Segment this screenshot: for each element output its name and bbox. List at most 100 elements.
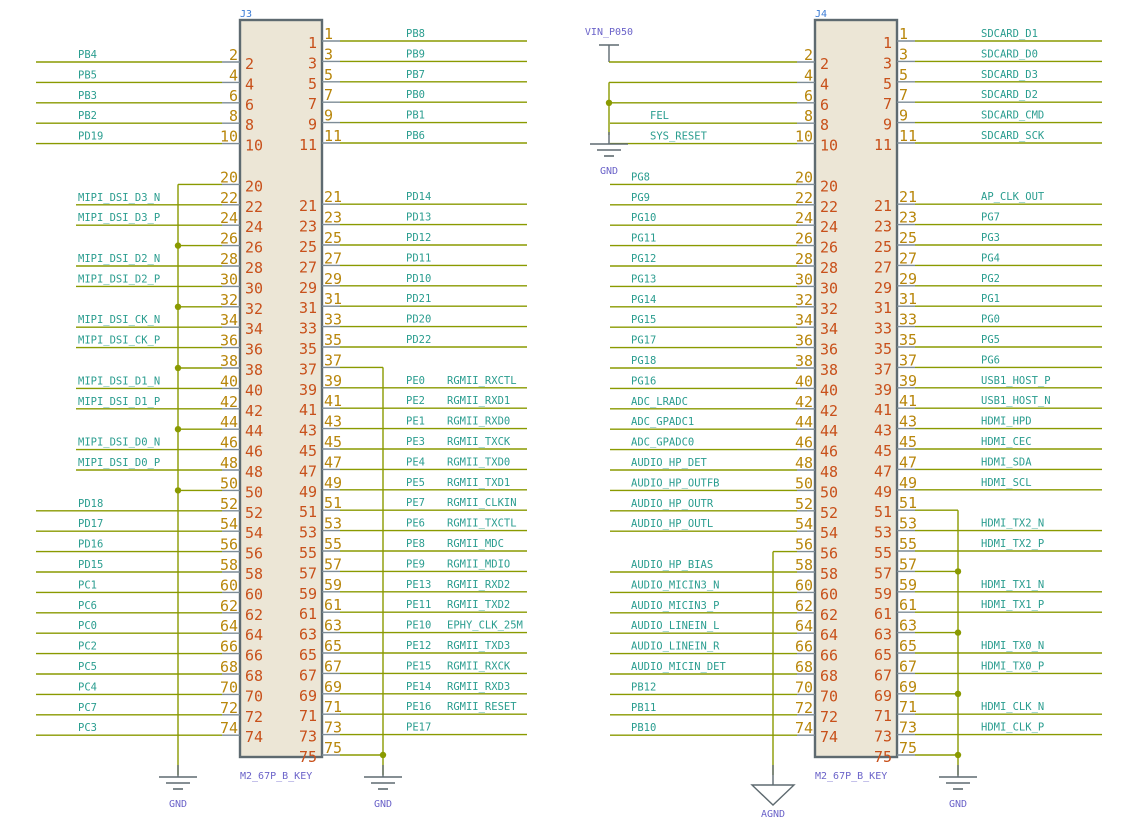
- reference-designator: J4: [815, 9, 827, 20]
- pin-number-inner: 38: [820, 361, 838, 379]
- junction-dot: [379, 751, 387, 759]
- pin-number-outer: 41: [324, 392, 342, 410]
- pin-number-inner: 9: [308, 116, 317, 134]
- pin-number-outer: 50: [795, 474, 813, 492]
- pin-number-inner: 10: [245, 137, 263, 155]
- pin-number-inner: 42: [245, 402, 263, 420]
- pin-number-outer: 57: [899, 555, 917, 573]
- net-label: MIPI_DSI_D1_P: [78, 396, 160, 408]
- pin-number-outer: 58: [220, 556, 238, 574]
- net-label: PG0: [981, 314, 1000, 326]
- net-label: PD16: [78, 539, 103, 551]
- pin-number-inner: 66: [245, 647, 263, 665]
- pin-number-inner: 46: [245, 443, 263, 461]
- net-label: HDMI_SDA: [981, 456, 1032, 468]
- pin-number-outer: 61: [324, 596, 342, 614]
- pin-number-inner: 40: [245, 381, 263, 399]
- net-label: PD13: [406, 212, 431, 224]
- net-label-alt: RGMII_TXCK: [447, 436, 511, 448]
- net-label: PB8: [406, 28, 425, 40]
- net-label: PE15: [406, 660, 431, 672]
- pin-number-inner: 36: [245, 341, 263, 359]
- pin-number-outer: 64: [795, 617, 813, 635]
- pin-number-inner: 47: [874, 462, 892, 480]
- net-label: PB0: [406, 89, 425, 101]
- net-label-alt: RGMII_TXD2: [447, 599, 510, 611]
- pin-number-outer: 70: [795, 678, 813, 696]
- pin-number-inner: 3: [883, 54, 892, 72]
- net-label: PE14: [406, 681, 431, 693]
- pin-number-inner: 5: [308, 75, 317, 93]
- net-label: PE4: [406, 456, 425, 468]
- net-label: SYS_RESET: [650, 131, 708, 143]
- net-label: AUDIO_MICIN_DET: [631, 661, 727, 673]
- pin-number-inner: 1: [883, 34, 892, 52]
- pin-number-outer: 32: [795, 291, 813, 309]
- pin-number-inner: 69: [299, 687, 317, 705]
- pin-number-inner: 52: [245, 504, 263, 522]
- net-label: PE0: [406, 375, 425, 387]
- pin-number-inner: 43: [874, 422, 892, 440]
- pin-number-outer: 39: [324, 372, 342, 390]
- pin-number-outer: 11: [324, 127, 342, 145]
- pin-number-outer: 38: [795, 352, 813, 370]
- ground-symbol: GND: [364, 765, 402, 810]
- pin-number-inner: 57: [874, 564, 892, 582]
- net-label: PG8: [631, 171, 650, 183]
- net-label: ADC_LRADC: [631, 396, 688, 408]
- pin-number-outer: 66: [795, 638, 813, 656]
- pin-number-outer: 71: [324, 698, 342, 716]
- net-label: PD14: [406, 191, 431, 203]
- pin-number-inner: 7: [308, 95, 317, 113]
- pin-number-inner: 8: [820, 116, 829, 134]
- pin-number-inner: 25: [299, 238, 317, 256]
- pin-number-outer: 37: [899, 351, 917, 369]
- pin-number-inner: 20: [245, 177, 263, 195]
- pin-number-outer: 10: [220, 128, 238, 146]
- pin-number-inner: 68: [245, 667, 263, 685]
- pin-number-inner: 3: [308, 54, 317, 72]
- pin-number-outer: 26: [220, 230, 238, 248]
- pin-number-outer: 39: [899, 372, 917, 390]
- net-label-alt: RGMII_TXD1: [447, 477, 510, 489]
- net-label: PG3: [981, 232, 1000, 244]
- net-label: AUDIO_HP_BIAS: [631, 559, 713, 571]
- net-label: PC0: [78, 620, 97, 632]
- pin-number-inner: 57: [299, 564, 317, 582]
- pin-number-inner: 74: [245, 728, 263, 746]
- pin-number-inner: 67: [874, 666, 892, 684]
- pin-number-inner: 71: [874, 707, 892, 725]
- pin-number-inner: 56: [820, 545, 838, 563]
- pin-number-inner: 51: [874, 503, 892, 521]
- net-label-alt: RGMII_MDIO: [447, 558, 510, 570]
- net-label: ADC_GPADC0: [631, 437, 694, 449]
- pin-number-inner: 22: [820, 198, 838, 216]
- pin-number-inner: 32: [820, 300, 838, 318]
- pin-number-inner: 49: [874, 483, 892, 501]
- pin-number-inner: 55: [299, 544, 317, 562]
- pin-number-outer: 24: [795, 209, 813, 227]
